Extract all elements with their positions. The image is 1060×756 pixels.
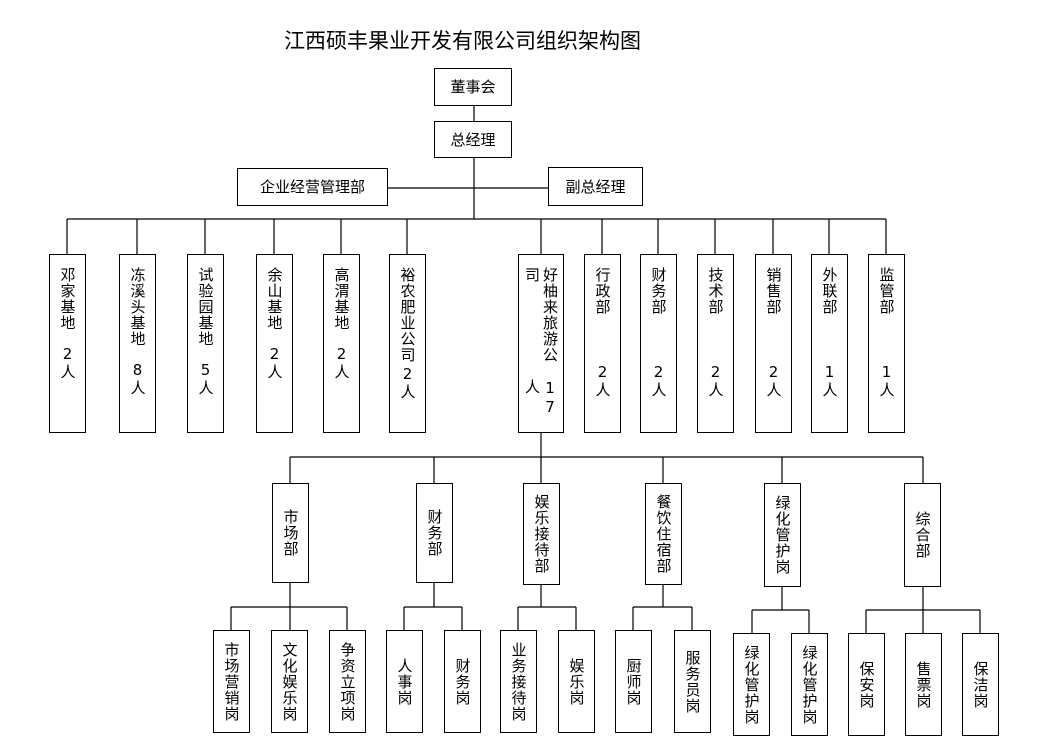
level4-box: 文化娱乐岗 <box>271 630 308 733</box>
level4-name: 文化娱乐岗 <box>280 641 299 722</box>
level2-name: 行政部 <box>593 267 612 315</box>
level4-box: 业务接待岗 <box>500 630 537 733</box>
level2-count: 5人 <box>196 361 215 396</box>
level4-box: 保洁岗 <box>962 633 999 736</box>
level2-box: 好柚来旅游公司 17人 <box>518 254 564 433</box>
level4-box: 保安岗 <box>848 633 885 736</box>
level4-box: 财务岗 <box>444 630 481 733</box>
level2-count: 2人 <box>593 363 612 398</box>
level2-count: 2人 <box>332 345 351 380</box>
level3-name: 娱乐接待部 <box>532 494 551 574</box>
level4-name: 业务接待岗 <box>509 641 528 722</box>
level4-name: 保洁岗 <box>971 660 990 709</box>
level4-name: 人事岗 <box>395 657 414 706</box>
level4-box: 售票岗 <box>905 633 942 736</box>
level3-box: 餐饮住宿部 <box>645 483 682 585</box>
deputy-manager-label: 副总经理 <box>565 177 626 196</box>
level2-count: 1人 <box>877 363 896 398</box>
level2-count: 1人 <box>820 363 839 398</box>
level2-count: 2人 <box>649 363 668 398</box>
level2-count: 2人 <box>265 345 284 380</box>
level2-name: 技术部 <box>706 267 725 315</box>
level2-box: 冻溪头基地 8人 <box>119 254 156 433</box>
level3-box: 市场部 <box>272 483 309 583</box>
level4-box: 争资立项岗 <box>329 630 366 733</box>
level3-name: 绿化管护岗 <box>773 495 792 575</box>
level2-box: 邓家基地 2人 <box>49 254 86 433</box>
level2-name: 裕农肥业公司 <box>398 267 417 363</box>
level3-box: 综合部 <box>904 483 941 587</box>
level3-name: 市场部 <box>281 509 300 557</box>
level2-name: 余山基地 <box>265 267 284 331</box>
level2-box: 监管部 1人 <box>868 254 905 433</box>
level2-box: 余山基地 2人 <box>256 254 293 433</box>
level2-box: 销售部 2人 <box>755 254 792 433</box>
level2-box: 试验园基地 5人 <box>187 254 224 433</box>
level4-name: 保安岗 <box>857 660 876 709</box>
level4-name: 服务员岗 <box>683 649 702 714</box>
level2-name: 监管部 <box>877 267 896 315</box>
level2-count: 8人 <box>128 361 147 396</box>
level2-name: 高渭基地 <box>332 267 351 331</box>
level4-box: 人事岗 <box>386 630 423 733</box>
level2-count: 2人 <box>706 363 725 398</box>
level4-name: 市场营销岗 <box>222 641 241 722</box>
level4-name: 争资立项岗 <box>338 641 357 722</box>
level2-name: 外联部 <box>820 267 839 315</box>
level2-box: 行政部 2人 <box>584 254 621 433</box>
level4-name: 厨师岗 <box>624 657 643 706</box>
business-management-label: 企业经营管理部 <box>259 178 365 196</box>
level2-box: 技术部 2人 <box>697 254 734 433</box>
level2-count: 17人 <box>523 378 559 417</box>
general-manager-label: 总经理 <box>450 130 496 149</box>
level4-name: 财务岗 <box>453 657 472 706</box>
level3-box: 娱乐接待部 <box>523 483 560 585</box>
level3-box: 绿化管护岗 <box>764 483 801 587</box>
level4-box: 绿化管护岗 <box>791 633 828 736</box>
level4-name: 绿化管护岗 <box>742 644 761 725</box>
level2-count: 2人 <box>58 345 77 380</box>
level3-name: 餐饮住宿部 <box>654 494 673 574</box>
level2-count: 2人 <box>764 363 783 398</box>
level3-box: 财务部 <box>416 483 453 583</box>
level2-box: 外联部 1人 <box>811 254 848 433</box>
level2-name: 财务部 <box>649 267 668 315</box>
level4-name: 娱乐岗 <box>567 657 586 706</box>
level3-name: 综合部 <box>913 511 932 559</box>
chart-title: 江西硕丰果业开发有限公司组织架构图 <box>284 29 641 53</box>
level2-name: 试验园基地 <box>196 267 215 347</box>
level4-name: 绿化管护岗 <box>800 644 819 725</box>
level4-box: 市场营销岗 <box>213 630 250 733</box>
level4-box: 娱乐岗 <box>558 630 595 733</box>
level4-name: 售票岗 <box>914 660 933 709</box>
level2-box: 裕农肥业公司 2人 <box>389 254 426 433</box>
level4-box: 厨师岗 <box>615 630 652 733</box>
level4-box: 绿化管护岗 <box>733 633 770 736</box>
level2-name: 销售部 <box>764 267 783 315</box>
level2-name: 好柚来旅游公司 <box>523 267 559 363</box>
board-box: 董事会 <box>434 68 512 106</box>
board-label: 董事会 <box>450 78 496 96</box>
level4-box: 服务员岗 <box>674 630 711 733</box>
level2-count: 2人 <box>398 365 417 400</box>
level2-box: 财务部 2人 <box>640 254 677 433</box>
level2-name: 冻溪头基地 <box>128 267 147 347</box>
level3-name: 财务部 <box>425 509 444 557</box>
general-manager-box: 总经理 <box>434 121 512 158</box>
level2-box: 高渭基地 2人 <box>323 254 360 433</box>
business-management-box: 企业经营管理部 <box>237 168 388 206</box>
level2-name: 邓家基地 <box>58 267 77 331</box>
deputy-manager-box: 副总经理 <box>548 167 643 206</box>
